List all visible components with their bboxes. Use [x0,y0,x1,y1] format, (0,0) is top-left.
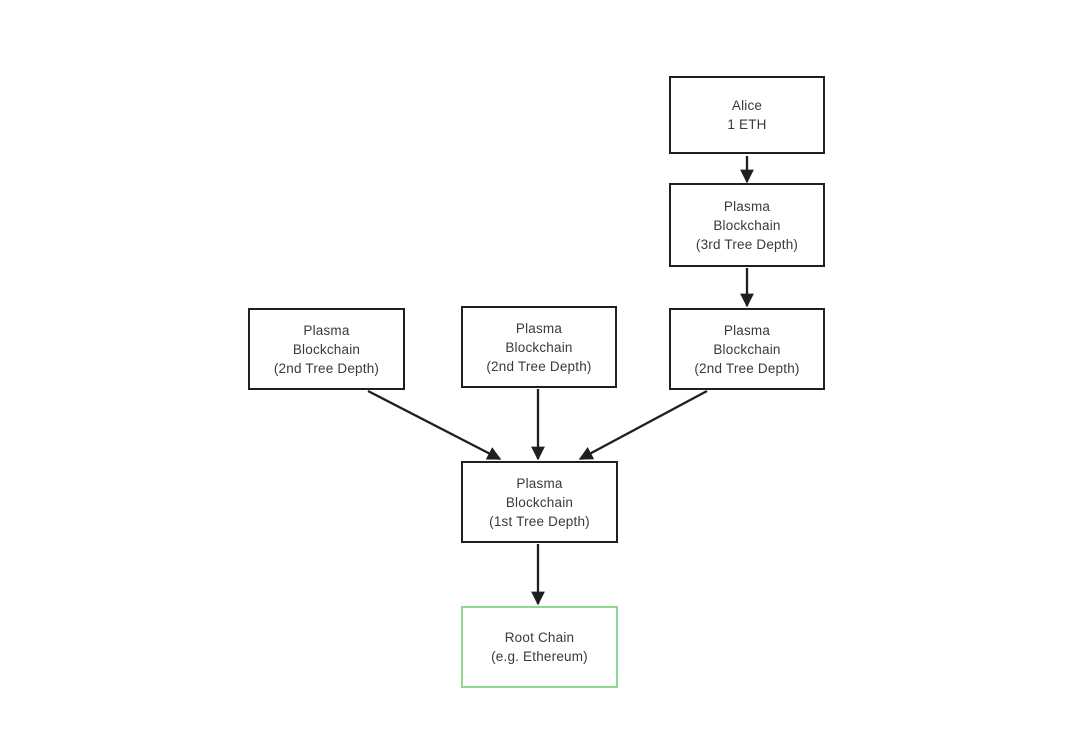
node-root-line2: (e.g. Ethereum) [491,649,588,664]
node-alice-line1: Alice [731,98,763,113]
node-plasma-2nd-depth-middle-label: Plasma Blockchain (2nd Tree Depth) [486,319,591,376]
node-plasma-2nd-depth-left-label: Plasma Blockchain (2nd Tree Depth) [274,321,379,378]
node-depth2-left-line2: Blockchain [292,341,361,357]
node-depth2-mid-line3: (2nd Tree Depth) [486,358,592,374]
node-depth2-right-line2: Blockchain [713,341,781,357]
edge-depth2-right-depth1 [578,389,708,461]
node-alice-line2: 1 ETH [727,117,767,132]
node-depth3-line2: Blockchain [713,217,781,233]
node-depth2-left-line1: Plasma [303,322,350,338]
node-plasma-3rd-depth-label: Plasma Blockchain (3rd Tree Depth) [696,197,798,254]
edge-depth2-left-depth1 [367,389,502,461]
node-depth2-left-line3: (2nd Tree Depth) [273,360,380,376]
node-plasma-1st-depth: Plasma Blockchain (1st Tree Depth) [461,461,618,543]
node-plasma-2nd-depth-left: Plasma Blockchain (2nd Tree Depth) [248,308,405,390]
node-root-chain-label: Root Chain (e.g. Ethereum) [491,628,588,666]
node-depth2-right-line1: Plasma [723,322,771,338]
node-depth3-line3: (3rd Tree Depth) [695,236,799,252]
node-alice: Alice 1 ETH [669,76,825,154]
node-alice-label: Alice 1 ETH [727,96,766,134]
node-root-line1: Root Chain [504,630,575,645]
node-root-chain: Root Chain (e.g. Ethereum) [461,606,618,688]
node-depth2-mid-line1: Plasma [515,320,563,336]
node-depth1-line2: Blockchain [505,494,574,510]
node-depth1-line1: Plasma [516,475,563,491]
node-plasma-2nd-depth-middle: Plasma Blockchain (2nd Tree Depth) [461,306,617,388]
node-depth3-line1: Plasma [723,198,771,214]
node-plasma-2nd-depth-right-label: Plasma Blockchain (2nd Tree Depth) [694,321,799,378]
node-plasma-1st-depth-label: Plasma Blockchain (1st Tree Depth) [489,474,590,531]
node-plasma-2nd-depth-right: Plasma Blockchain (2nd Tree Depth) [669,308,825,390]
node-depth2-mid-line2: Blockchain [505,339,573,355]
node-plasma-3rd-depth: Plasma Blockchain (3rd Tree Depth) [669,183,825,267]
node-depth2-right-line3: (2nd Tree Depth) [694,360,800,376]
node-depth1-line3: (1st Tree Depth) [489,513,590,529]
